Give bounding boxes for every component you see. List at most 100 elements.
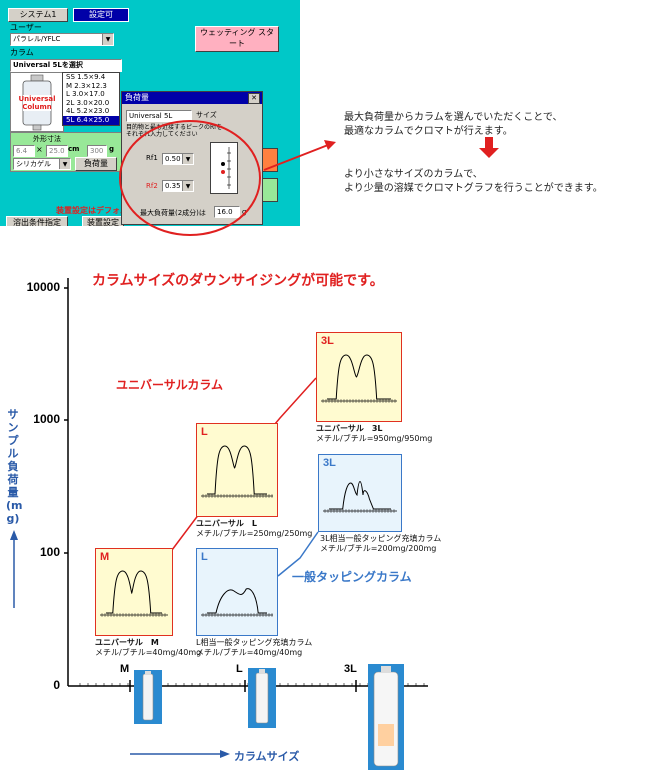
y-axis-label: サンプル負荷量(mg)	[6, 408, 23, 525]
chromatogram-icon	[100, 570, 168, 617]
tapping-series-line	[277, 531, 319, 577]
y-axis-arrow-head	[10, 530, 18, 540]
x-axis-label: カラムサイズ	[234, 750, 300, 763]
column-size-item[interactable]: 5L 6.4×25.0	[63, 115, 119, 125]
column-photo-l	[248, 668, 276, 728]
chevron-down-icon: ▼	[102, 34, 113, 45]
chevron-down-icon: ▼	[182, 154, 193, 164]
y-tick-1000: 1000	[33, 412, 60, 426]
material-select-value: シリカゲル	[16, 160, 51, 168]
chart-area: カラムサイズのダウンサイジングが可能です。 10000 1000 100 0 サ…	[0, 258, 660, 770]
material-select[interactable]: シリカゲル ▼	[13, 158, 71, 170]
chevron-down-icon: ▼	[182, 181, 193, 191]
dialog-size-label: サイズ	[196, 111, 217, 119]
load-button[interactable]: 負荷量	[75, 157, 117, 171]
card-caption-tapping-l: L相当一般タッピング充填カラムメチル/ブチル=40mg/40mg	[196, 638, 313, 657]
card-tapping-3l: 3L	[318, 454, 402, 532]
column-image: Universal Column	[10, 72, 64, 132]
tab-settings[interactable]: 設定可	[73, 8, 129, 22]
tab-system[interactable]: システム1	[8, 8, 68, 22]
load-dialog: 負荷量 ✕ Universal 5L サイズ 目的物と最も近接するピークのRfを…	[121, 91, 263, 225]
card-tag: 3L	[323, 457, 336, 469]
dialog-instruction: 目的物と最も近接するピークのRfをそれぞれ入力してください	[126, 124, 223, 138]
app-window: システム1 設定可 ユーザー パラレル/YFLC ▼ カラム Universal…	[0, 0, 300, 226]
column-image-text: Universal Column	[18, 95, 56, 111]
y-tick-0: 0	[53, 678, 60, 692]
pointer-arrow-head	[324, 140, 336, 150]
highlight-ellipse	[119, 120, 261, 236]
desc-line-4: より少量の溶媒でクロマトグラフを行うことができます。	[344, 183, 603, 194]
dim3-unit: g	[109, 145, 115, 153]
rf1-value: 0.50	[165, 155, 181, 163]
dialog-column-field: Universal 5L	[126, 110, 192, 122]
chrom-trace	[207, 445, 267, 495]
column-size-item[interactable]: M 2.3×12.3	[66, 81, 107, 90]
column-illustration-icon	[22, 74, 52, 131]
card-universal-l: L	[196, 423, 278, 517]
times-icon: ×	[36, 145, 43, 154]
card-tapping-l: L	[196, 548, 278, 636]
tlc-spots-icon	[221, 147, 231, 189]
y-tick-100: 100	[39, 545, 60, 559]
max-load-unit: g	[242, 208, 247, 216]
legend-tapping: 一般タッピングカラム	[292, 570, 412, 584]
column-select-field: Universal 5Lを選択	[10, 59, 122, 72]
max-load-label: 最大負荷量(2成分)は	[140, 209, 206, 217]
dim3-input[interactable]: 300	[87, 145, 107, 157]
rf1-label: Rf1	[146, 154, 158, 162]
chromatogram-icon	[201, 445, 273, 498]
dialog-title: 負荷量	[122, 92, 262, 104]
chromatogram-icon	[321, 354, 397, 403]
column-l-icon	[255, 669, 269, 724]
rf2-select[interactable]: 0.35 ▼	[162, 180, 194, 192]
user-select[interactable]: パラレル/YFLC ▼	[10, 33, 114, 46]
dim2-input[interactable]: 25.0	[46, 145, 68, 157]
dim1-input[interactable]: 6.4	[13, 145, 35, 157]
legend-universal: ユニバーサルカラム	[116, 378, 224, 392]
column-label: カラム	[10, 48, 34, 57]
max-load-value: 16.0	[214, 206, 240, 218]
column-size-item[interactable]: L 3.0×17.0	[66, 90, 105, 99]
pointer-arrow-line	[263, 144, 329, 171]
column-m-icon	[142, 671, 154, 721]
rf2-value: 0.35	[165, 182, 181, 190]
column-photo-3l	[368, 664, 404, 770]
chrom-trace	[327, 354, 391, 400]
wetting-start-button[interactable]: ウェッティング スタート	[195, 26, 279, 52]
card-universal-m: M	[95, 548, 173, 636]
card-caption-tapping-3l: 3L相当一般タッピング充填カラムメチル/ブチル=200mg/200mg	[320, 534, 442, 553]
desc-line-3: より小さなサイズのカラムで、	[344, 169, 483, 180]
desc-line-1: 最大負荷量からカラムを選んでいただくことで、	[344, 112, 563, 123]
chrom-trace	[207, 588, 267, 614]
elution-conditions-button[interactable]: 溶出条件指定	[6, 216, 68, 226]
column-size-item[interactable]: 2L 3.0×20.0	[66, 98, 110, 107]
dims-label: 外形寸法	[33, 135, 61, 143]
chart-title: カラムサイズのダウンサイジングが可能です。	[92, 273, 384, 289]
column-size-item[interactable]: SS 1.5×9.4	[66, 73, 106, 81]
close-icon[interactable]: ✕	[248, 93, 260, 104]
column-3l-icon	[373, 666, 399, 767]
x-axis-arrow-head	[220, 750, 230, 758]
chrom-trace	[106, 570, 162, 614]
down-arrow-icon	[479, 137, 499, 158]
user-label: ユーザー	[10, 23, 42, 32]
card-tag: L	[201, 551, 208, 563]
chevron-down-icon: ▼	[59, 159, 70, 169]
highlight-overlay	[119, 120, 499, 236]
chromatogram-icon	[201, 588, 273, 617]
y-tick-10000: 10000	[26, 280, 60, 294]
notice-text: 装置設定はデフォル	[56, 206, 128, 215]
card-tag: L	[201, 426, 208, 438]
card-tag: M	[100, 551, 110, 563]
x-tick-3l: 3L	[344, 663, 357, 675]
rf1-select[interactable]: 0.50 ▼	[162, 153, 194, 165]
card-universal-3l: 3L	[316, 332, 402, 422]
dims-panel: 外形寸法 6.4 × 25.0 cm 300 g シリカゲル ▼ 負荷量	[10, 132, 122, 172]
x-tick-m: M	[120, 663, 130, 675]
x-tick-l: L	[236, 663, 243, 675]
dim-unit: cm	[68, 145, 80, 153]
column-size-item[interactable]: 4L 5.2×23.0	[66, 107, 110, 116]
